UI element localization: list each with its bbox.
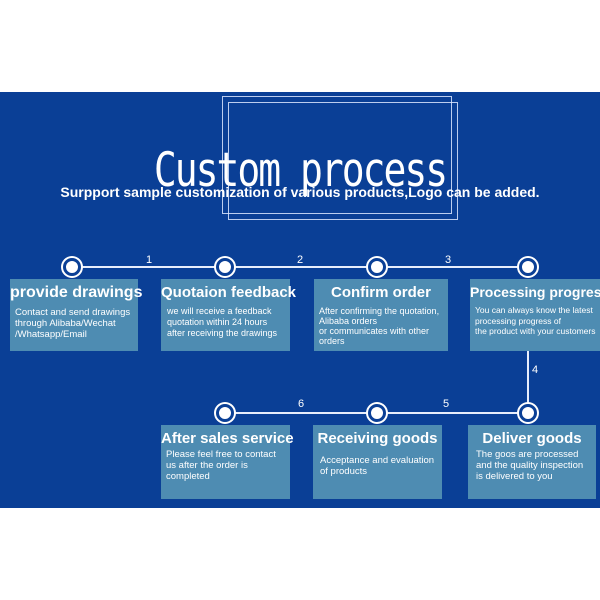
step-node-1 xyxy=(63,258,81,276)
step-number-6: 6 xyxy=(298,398,305,410)
step-card-quotation-feedback: Quotaion feedback we will receive a feed… xyxy=(161,279,297,351)
step-title: provide drawings xyxy=(10,284,143,301)
title-frame xyxy=(222,96,452,214)
connector-top xyxy=(72,266,528,268)
step-title: Processing progress xyxy=(470,284,600,300)
step-card-receiving-goods: Receiving goods Acceptance and evaluatio… xyxy=(313,425,442,499)
step-number-1: 1 xyxy=(146,254,153,266)
step-title: Confirm order xyxy=(330,284,431,301)
step-title: Quotaion feedback xyxy=(161,284,297,301)
step-node-7 xyxy=(216,404,234,422)
step-card-after-sales-service: After sales service Please feel free to … xyxy=(161,425,294,499)
step-description: Please feel free to contact us after the… xyxy=(166,449,276,482)
page-title: Custom process xyxy=(153,142,448,197)
step-title: Deliver goods xyxy=(482,430,582,447)
connector-vertical xyxy=(527,350,529,416)
step-node-5 xyxy=(519,404,537,422)
step-number-3: 3 xyxy=(445,254,452,266)
step-node-6 xyxy=(368,404,386,422)
step-number-5: 5 xyxy=(443,398,450,410)
step-description: we will receive a feedback quotation wit… xyxy=(167,306,278,338)
step-card-deliver-goods: Deliver goods The goos are processed and… xyxy=(468,425,596,499)
step-number-4: 4 xyxy=(532,364,539,376)
step-number-2: 2 xyxy=(297,254,304,266)
step-card-processing-progress: Processing progress You can always know … xyxy=(470,279,600,351)
step-card-confirm-order: Confirm order After confirming the quota… xyxy=(314,279,448,351)
step-description: Contact and send drawings through Alibab… xyxy=(15,307,131,340)
title-frame-offset xyxy=(228,102,458,220)
step-node-2 xyxy=(216,258,234,276)
step-card-provide-drawings: provide drawings Contact and send drawin… xyxy=(10,279,143,351)
process-panel: Custom process Surpport sample customiza… xyxy=(0,92,600,508)
step-description: You can always know the latest processin… xyxy=(475,305,596,336)
step-description: The goos are processed and the quality i… xyxy=(476,449,584,482)
step-node-4 xyxy=(519,258,537,276)
step-node-3 xyxy=(368,258,386,276)
step-title: Receiving goods xyxy=(317,430,438,447)
step-title: After sales service xyxy=(161,430,294,447)
step-description: Acceptance and evaluation of products xyxy=(320,455,435,477)
page-subtitle: Surpport sample customization of various… xyxy=(60,184,540,200)
step-description: After confirming the quotation, Alibaba … xyxy=(319,306,440,346)
